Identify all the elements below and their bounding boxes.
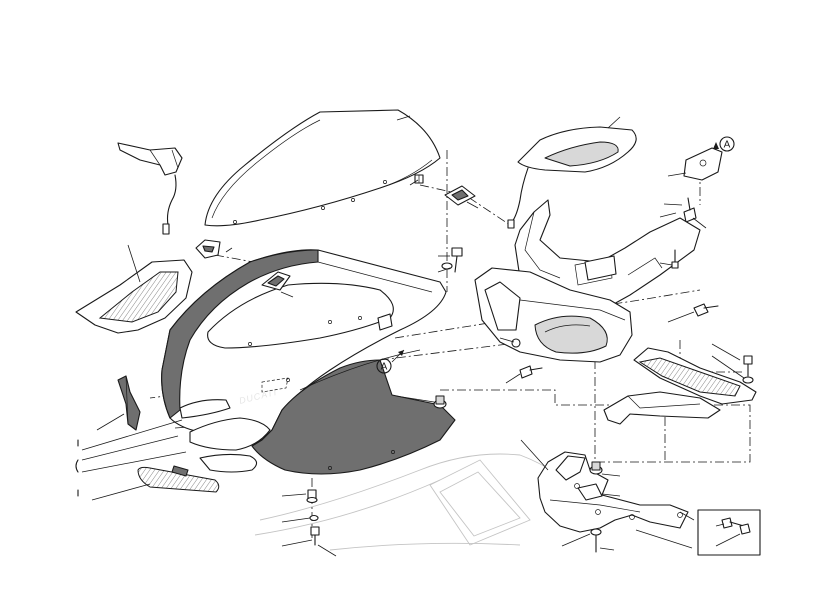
lower-bracket-part <box>537 451 689 533</box>
right-duct-part <box>603 391 721 425</box>
stud-bracket <box>683 197 697 223</box>
screw-center-upper <box>451 247 463 273</box>
callout-letter-right: A <box>724 140 731 151</box>
headlight-assembly-part <box>474 267 633 363</box>
fairing-clip-part <box>261 271 291 291</box>
detail-box-bolts <box>697 509 761 556</box>
washer-center <box>441 262 453 270</box>
clip-center-small <box>444 185 476 206</box>
screw-right-upper <box>742 355 754 384</box>
air-intake-grille-part <box>137 465 220 493</box>
right-side-panel-part <box>633 347 757 405</box>
margin-ticks <box>75 439 79 497</box>
screw-windscreen <box>414 174 424 184</box>
bracket-plate-part <box>683 147 723 181</box>
windscreen-bushing-left <box>195 239 221 259</box>
right-mirror-part <box>507 126 637 229</box>
front-fairing-part: DUCATI <box>161 249 456 475</box>
callout-marker-a-left: A <box>376 349 405 374</box>
screw-lower-bracket <box>590 528 602 553</box>
nut-lower-bracket <box>589 461 603 475</box>
bolt-lower-1 <box>306 489 318 504</box>
left-bracket-part <box>117 375 141 431</box>
bolt-lower-3 <box>310 526 320 546</box>
washer-lower-2 <box>309 514 319 522</box>
mirror-stem-part <box>117 142 183 235</box>
callout-letter-left: A <box>381 362 388 373</box>
screw-right-middle <box>693 303 719 317</box>
left-inner-panel-part <box>75 259 193 334</box>
windscreen-part <box>204 109 441 227</box>
leader-lines <box>81 115 745 557</box>
bolt-fairing-lower <box>433 395 447 409</box>
screw-right-side <box>519 365 543 379</box>
